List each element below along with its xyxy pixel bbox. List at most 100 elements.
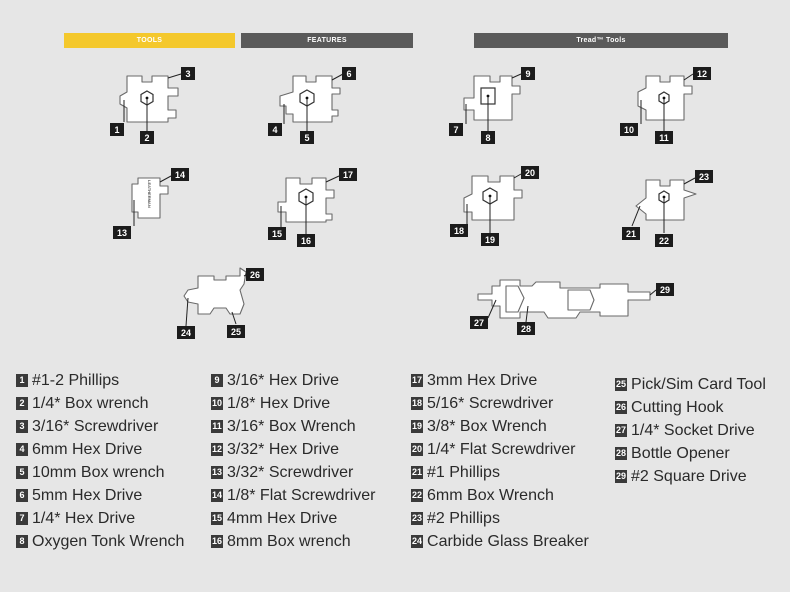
badge-number: 22 (659, 236, 669, 246)
legend-number-badge: 20 (411, 443, 424, 456)
badge-number: 20 (525, 168, 535, 178)
badge-number: 15 (272, 229, 282, 239)
badge-number: 7 (453, 125, 458, 135)
legend-label: #2 Phillips (427, 509, 500, 527)
badge-16: 16 (297, 234, 315, 247)
legend-number-badge: 5 (16, 466, 28, 479)
badge-1: 1 (110, 123, 124, 136)
badge-number: 23 (699, 172, 709, 182)
badge-27: 27 (470, 316, 488, 329)
badge-3: 3 (181, 67, 195, 80)
badge-21: 21 (622, 227, 640, 240)
legend-number-badge: 3 (16, 420, 28, 433)
badge-number: 2 (144, 133, 149, 143)
legend-item: 29#2 Square Drive (615, 465, 766, 488)
tab-tread-tools[interactable]: Tread™ Tools (474, 33, 728, 48)
legend-number-badge: 24 (411, 535, 424, 548)
legend-number-badge: 25 (615, 378, 628, 391)
badge-number: 8 (485, 133, 490, 143)
badge-29: 29 (656, 283, 674, 296)
legend-number-badge: 7 (16, 512, 28, 525)
badge-number: 9 (525, 69, 530, 79)
legend-item: 23#2 Phillips (411, 507, 589, 530)
badge-8: 8 (481, 131, 495, 144)
legend-label: #1 Phillips (427, 463, 500, 481)
legend-label: #1-2 Phillips (32, 371, 120, 389)
link-18-19-20 (463, 173, 523, 233)
legend-label: 8mm Box wrench (227, 532, 351, 550)
badge-number: 21 (626, 229, 636, 239)
link-21-22-23 (631, 177, 697, 233)
badge-10: 10 (620, 123, 638, 136)
legend-number-badge: 2 (16, 397, 28, 410)
badge-14: 14 (171, 168, 189, 181)
legend-number-badge: 9 (211, 374, 223, 387)
badge-13: 13 (113, 226, 131, 239)
legend-label: 1/4* Socket Drive (631, 421, 755, 439)
legend-label: 5mm Hex Drive (32, 486, 143, 504)
legend-label: 10mm Box wrench (32, 463, 165, 481)
badge-number: 3 (185, 69, 190, 79)
badge-number: 1 (114, 125, 119, 135)
legend-label: 6mm Box Wrench (427, 486, 554, 504)
legend-item: 1 #1-2 Phillips (16, 369, 184, 392)
badge-26: 26 (246, 268, 264, 281)
square-drive-bar (477, 279, 657, 323)
link-13-14: LEATHERMAN (131, 175, 172, 226)
legend-number-badge: 19 (411, 420, 424, 433)
badge-number: 11 (659, 133, 669, 143)
badge-2: 2 (140, 131, 154, 144)
legend-label: 1/4* Flat Screwdriver (427, 440, 576, 458)
tab-features[interactable]: FEATURES (241, 33, 413, 48)
badge-number: 19 (485, 235, 495, 245)
badge-number: 26 (250, 270, 260, 280)
legend-label: 1/8* Hex Drive (227, 394, 331, 412)
legend-label: 3/16* Hex Drive (227, 371, 340, 389)
badge-7: 7 (449, 123, 463, 136)
legend-number-badge: 13 (211, 466, 224, 479)
badge-number: 17 (343, 170, 353, 180)
badge-18: 18 (450, 224, 468, 237)
legend-label: 1/4* Hex Drive (32, 509, 136, 527)
link-1-2-3 (119, 73, 182, 131)
legend-number-badge: 11 (211, 420, 223, 433)
legend-number-badge: 8 (16, 535, 28, 548)
legend-number-badge: 26 (615, 401, 628, 414)
link-24-25-26 (183, 267, 249, 327)
badge-number: 29 (660, 285, 670, 295)
legend-number-badge: 1 (16, 374, 28, 387)
legend-number-badge: 22 (411, 489, 424, 502)
legend-number-badge: 15 (211, 512, 224, 525)
legend-number-badge: 17 (411, 374, 424, 387)
badge-number: 12 (697, 69, 707, 79)
legend-number-badge: 16 (211, 535, 224, 548)
badge-number: 28 (521, 324, 531, 334)
badge-20: 20 (521, 166, 539, 179)
badge-number: 4 (272, 125, 277, 135)
legend-label: 3mm Hex Drive (427, 371, 538, 389)
brand-engraving: LEATHERMAN (147, 180, 152, 208)
tab-tools[interactable]: TOOLS (64, 33, 235, 48)
legend-label: 4mm Hex Drive (227, 509, 338, 527)
link-15-16-17 (277, 175, 340, 234)
legend-number-badge: 4 (16, 443, 28, 456)
legend-label: #2 Square Drive (631, 467, 747, 485)
legend-number-badge: 28 (615, 447, 628, 460)
legend-number-badge: 18 (411, 397, 424, 410)
legend-number-badge: 27 (615, 424, 628, 437)
legend-label: 3/32* Screwdriver (227, 463, 354, 481)
